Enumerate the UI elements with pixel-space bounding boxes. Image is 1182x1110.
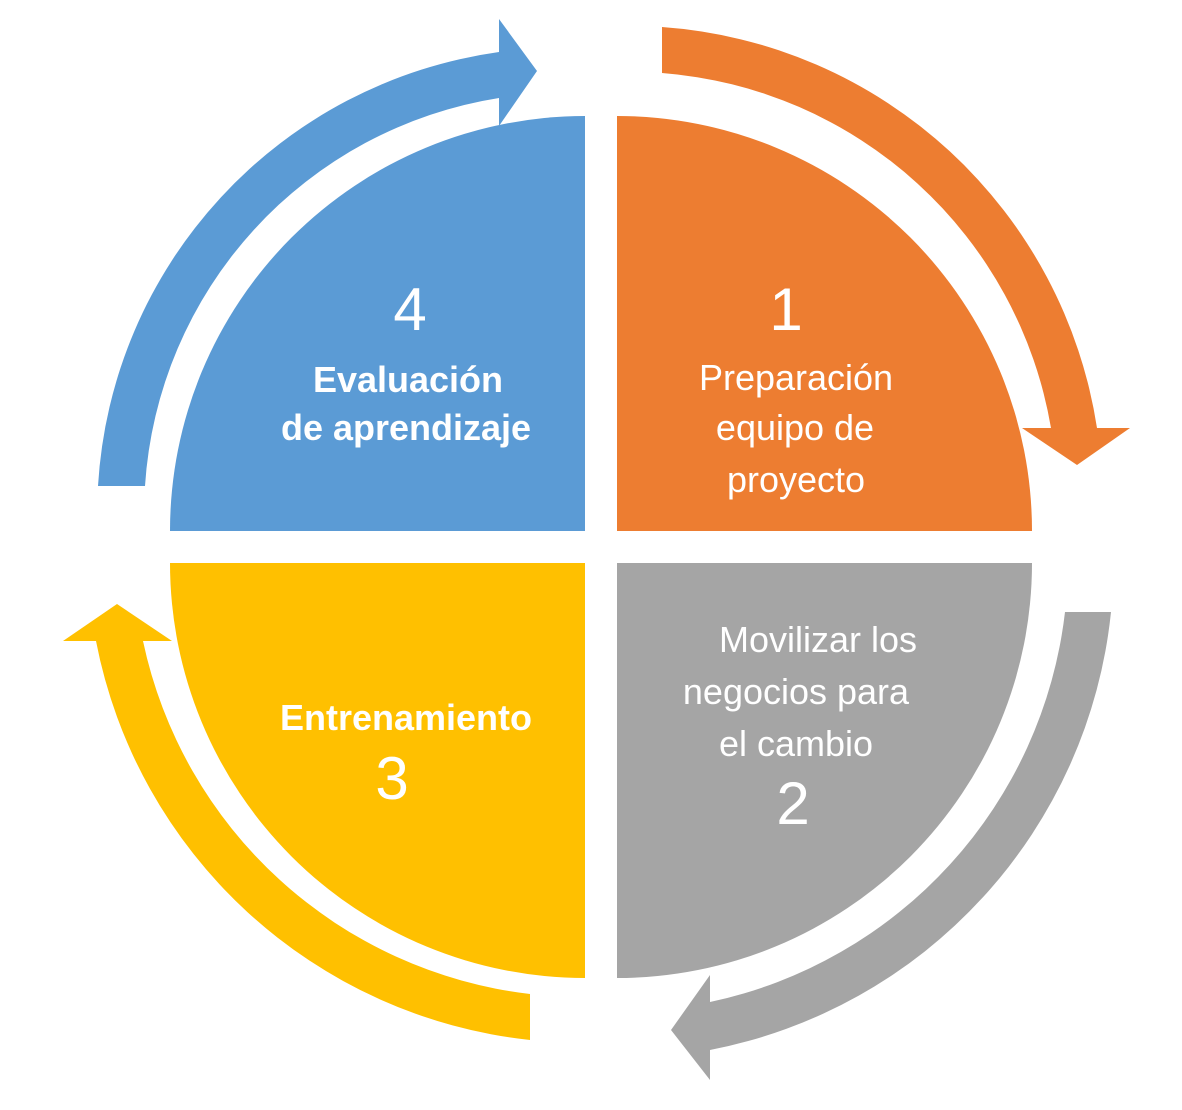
arrow-orange-clockwise-icon <box>662 27 1130 465</box>
stage-1-label-line-2: equipo de <box>716 407 874 448</box>
stage-1-label-line-1: Preparación <box>699 357 893 398</box>
stage-2-number: 2 <box>776 770 809 837</box>
quadrant-evaluacion <box>170 116 585 531</box>
quadrant-entrenamiento <box>170 563 585 978</box>
stage-3-label-line-1: Entrenamiento <box>280 697 532 738</box>
stage-2-label-line-1: Movilizar los <box>719 619 917 660</box>
stage-4-label-line-2: de aprendizaje <box>281 407 531 448</box>
arrow-gray-clockwise-icon <box>671 612 1111 1080</box>
quadrant-preparacion <box>617 116 1032 531</box>
stage-2-label-line-3: el cambio <box>719 723 873 764</box>
stage-3-number: 3 <box>375 745 408 812</box>
arrow-yellow-clockwise-icon <box>63 604 530 1040</box>
stage-2-label-line-2: negocios para <box>683 671 910 712</box>
quadrant-movilizar <box>617 563 1032 978</box>
stage-4-label-line-1: Evaluación <box>313 359 503 400</box>
stage-4-number: 4 <box>393 276 426 343</box>
stage-1-number: 1 <box>769 276 802 343</box>
stage-1-label-line-3: proyecto <box>727 459 865 500</box>
arrow-blue-clockwise-icon <box>98 19 537 486</box>
